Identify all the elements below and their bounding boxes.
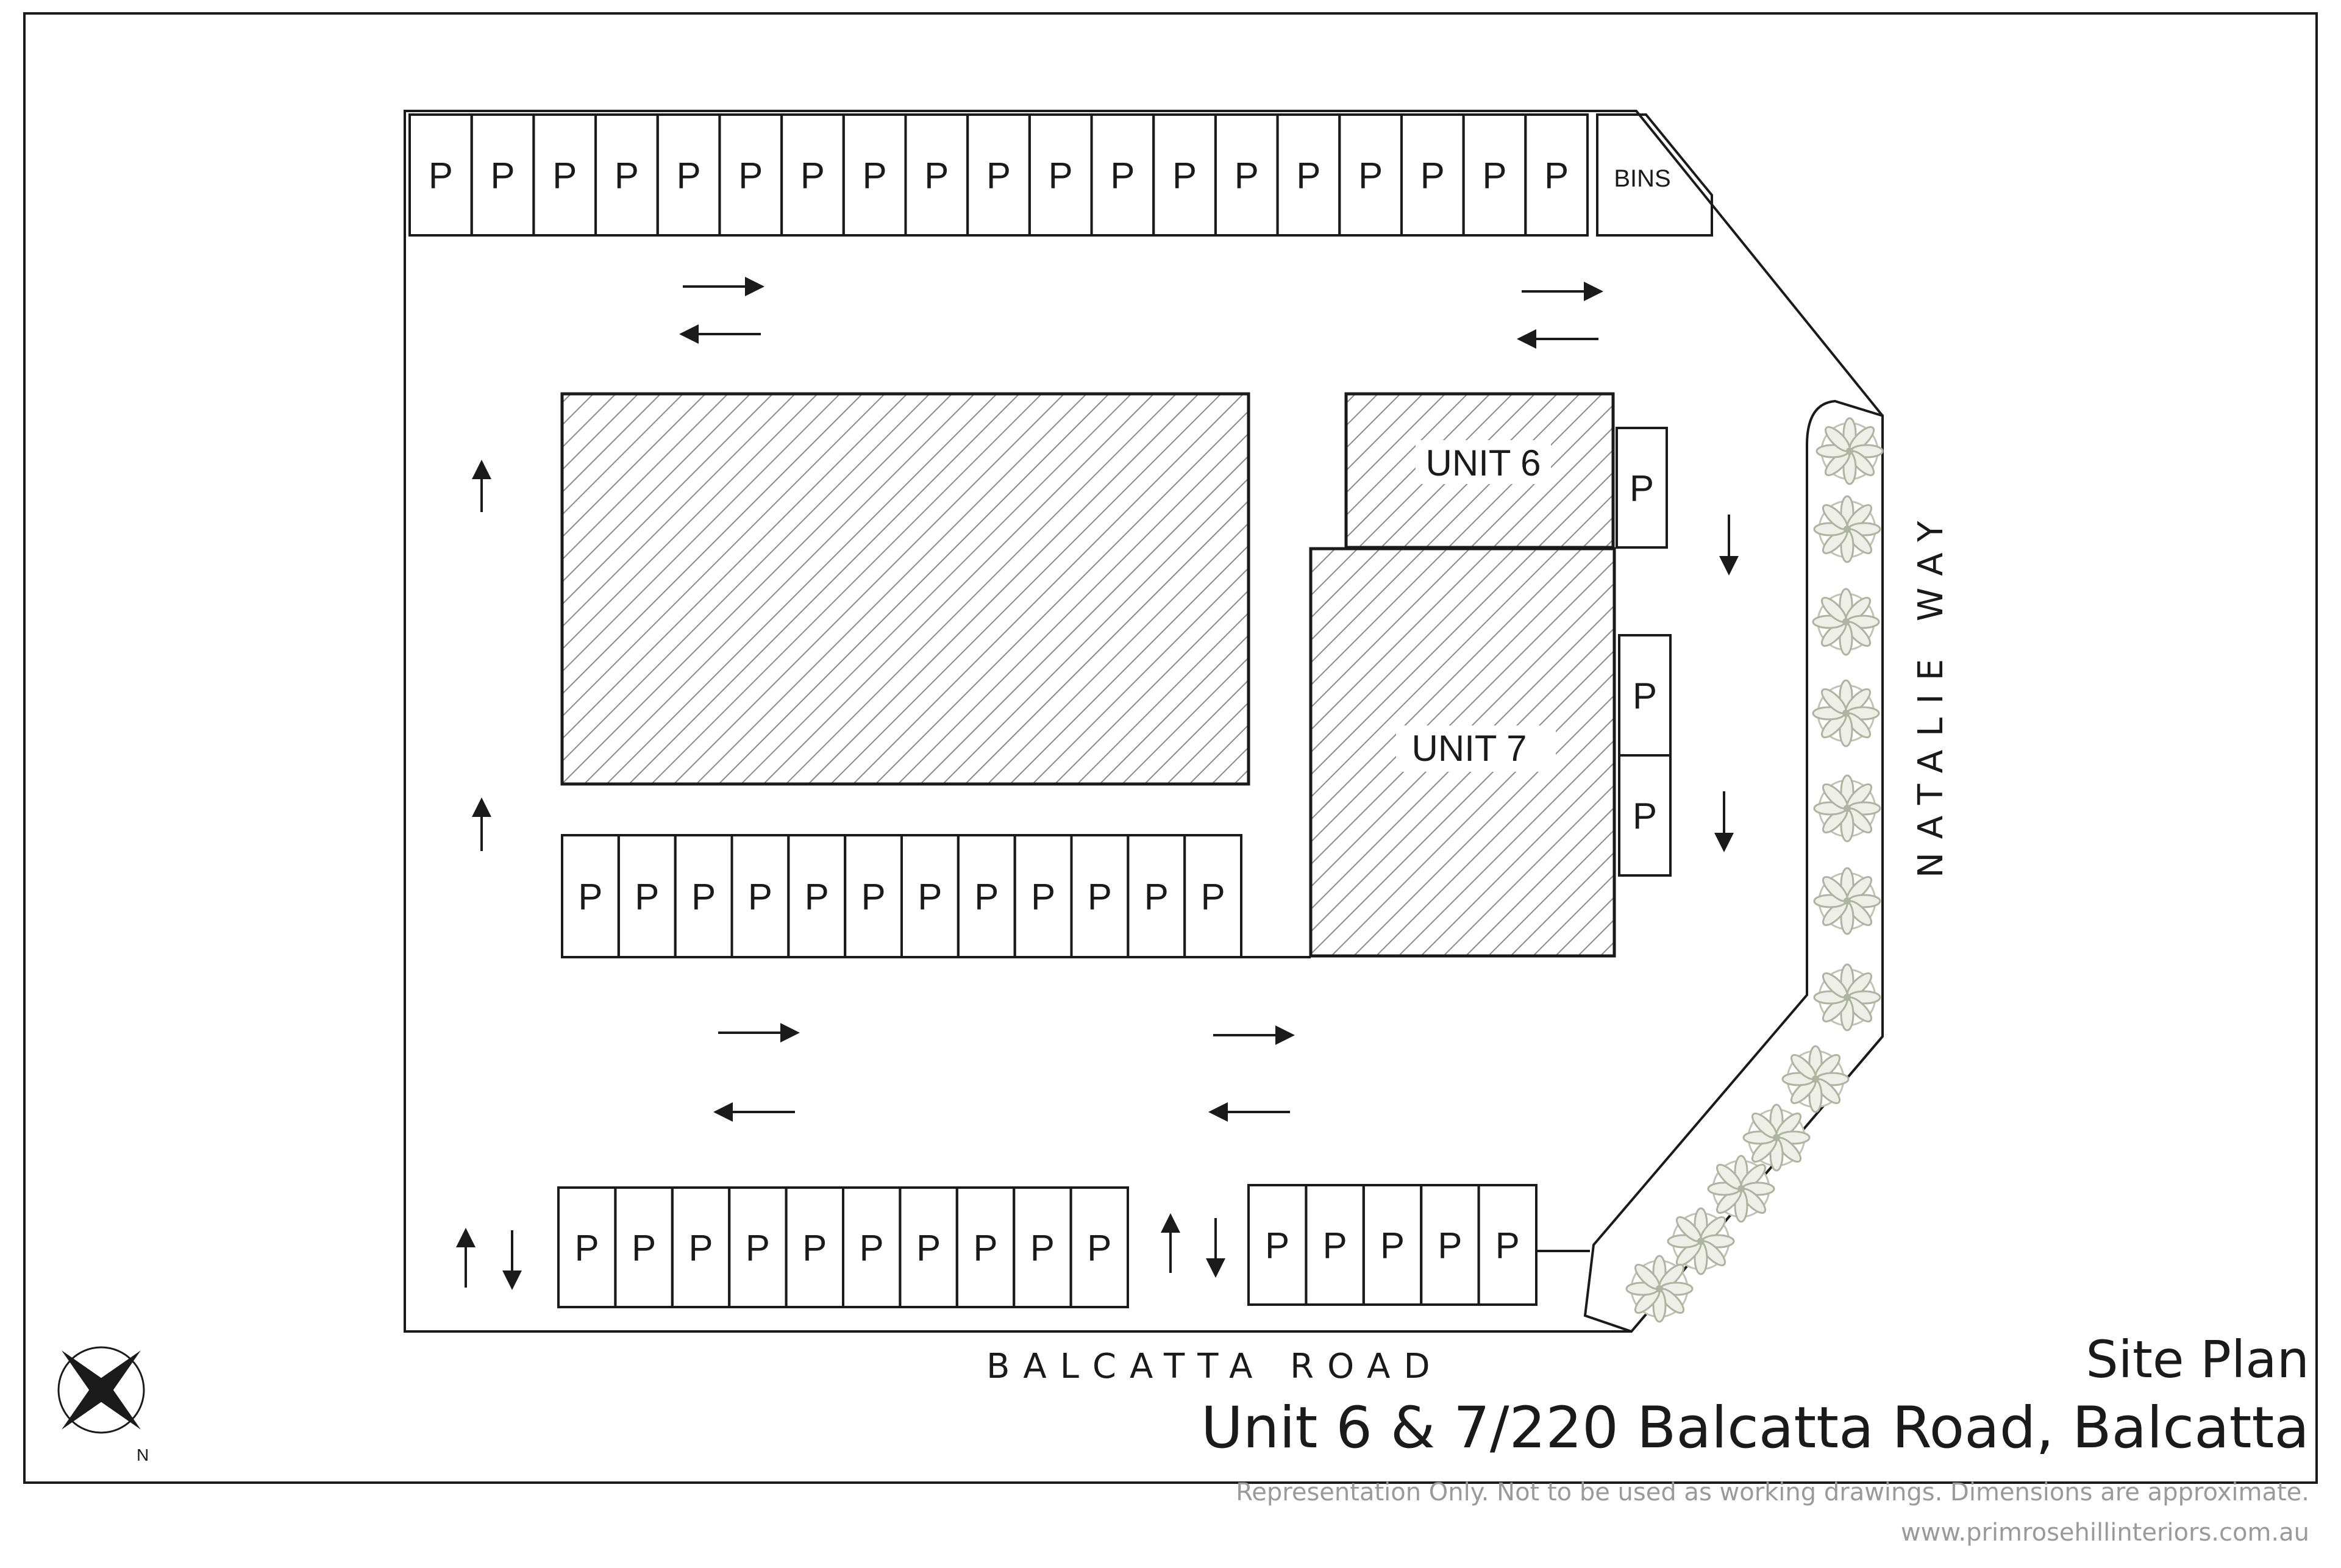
parking-bay-label: P (1482, 155, 1506, 196)
tree-icon (1707, 1155, 1775, 1223)
parking-bay-label: P (916, 1228, 941, 1269)
tree-icon (1813, 774, 1881, 843)
parking-bay-label: P (1235, 155, 1259, 196)
parking-bay-label: P (1201, 877, 1225, 918)
parking-bay (1069, 1186, 1129, 1308)
parking-bay-label: P (802, 1228, 827, 1269)
tree-icon (1812, 679, 1880, 747)
parking-bay (1477, 1184, 1538, 1306)
parking-bay-label: P (1172, 155, 1197, 196)
unit-7-label: UNIT 7 (1412, 728, 1527, 769)
parking-bay-label: P (578, 877, 602, 918)
parking-bay-label: P (974, 877, 999, 918)
compass-rose-icon (57, 1346, 145, 1434)
parking-bay-label: P (632, 1228, 656, 1269)
parking-bay-label: P (1265, 1225, 1289, 1266)
parking-bay-label: P (746, 1228, 770, 1269)
parking-bay-label: P (973, 1228, 997, 1269)
main-building (560, 392, 1250, 786)
parking-bay-label: P (491, 155, 515, 196)
parking-bay-label: P (860, 1228, 884, 1269)
unit-6-side-parking: P (1616, 427, 1668, 549)
traffic-arrows (456, 277, 1739, 1290)
parking-bay (1183, 834, 1242, 958)
parking-bay-label: P (1031, 877, 1055, 918)
parking-bay-label: P (1633, 675, 1657, 716)
parking-bay-label: P (924, 155, 949, 196)
parking-bay-label: P (688, 1228, 713, 1269)
tree-icon (1813, 963, 1881, 1032)
unit-6-label-bg (1416, 440, 1551, 484)
parking-bay-label: P (1144, 877, 1169, 918)
tree-icon (1812, 588, 1880, 656)
bins-enclosure (1596, 113, 1713, 237)
tree-icon (1781, 1045, 1850, 1113)
parking-bay-label: P (1030, 1228, 1055, 1269)
parking-bay (1618, 754, 1672, 877)
site-plan-address: Unit 6 & 7/220 Balcatta Road, Balcatta (1201, 1395, 2309, 1461)
parking-bay-label: P (986, 155, 1011, 196)
parking-bay-label: P (635, 877, 659, 918)
parking-bay-label: P (1420, 155, 1445, 196)
unit-6-label: UNIT 6 (1426, 443, 1541, 483)
parking-bay-label: P (1380, 1225, 1405, 1266)
parking-bay-label: P (918, 877, 942, 918)
parking-bay-label: P (1323, 1225, 1347, 1266)
parking-bay-label: P (1049, 155, 1073, 196)
tree-icon (1813, 495, 1881, 563)
road-name-natalie-way: NATALIE WAY (1911, 507, 1951, 878)
tree-icon (1742, 1103, 1811, 1172)
parking-bay-label: P (863, 155, 887, 196)
parking-bay-label: P (861, 877, 886, 918)
parking-bay-label: P (429, 155, 453, 196)
parking-bay-label: P (800, 155, 825, 196)
unit-7-side-parking: PP (1618, 634, 1672, 877)
parking-bay-label: P (1110, 155, 1135, 196)
tree-icon (1813, 867, 1881, 935)
road-name-balcatta: BALCATTA ROAD (986, 1347, 1444, 1386)
site-plan-title: Site Plan (2086, 1330, 2309, 1389)
parking-bay-label: P (1087, 1228, 1111, 1269)
parking-bay-label: P (677, 155, 701, 196)
parking-bay-label: P (805, 877, 829, 918)
parking-bay (1524, 113, 1589, 237)
parking-bay-label: P (1296, 155, 1320, 196)
disclaimer-note: Representation Only. Not to be used as w… (1236, 1478, 2309, 1506)
bins-label: BINS (1614, 165, 1670, 192)
parking-bay-label: P (1495, 1225, 1520, 1266)
parking-bay-label: P (1633, 796, 1657, 836)
parking-bay-label: P (1358, 155, 1383, 196)
north-label: N (137, 1445, 149, 1464)
tree-icon (1815, 417, 1884, 485)
parking-bay-label: P (738, 155, 763, 196)
parking-bay-label: P (748, 877, 772, 918)
parking-bay-label: P (552, 155, 577, 196)
parking-bay-label: P (1630, 468, 1654, 509)
parking-bay-label: P (615, 155, 639, 196)
parking-bay-label: P (575, 1228, 599, 1269)
drawing-border (23, 12, 2318, 1484)
tree-icon (1625, 1255, 1694, 1323)
parking-bay-label: P (1438, 1225, 1462, 1266)
parking-bay (1616, 427, 1668, 549)
parking-bay-label: P (1544, 155, 1569, 196)
parking-bay-label: P (691, 877, 716, 918)
website-url: www.primrosehillinteriors.com.au (1900, 1519, 2309, 1547)
unit-7-label-bg (1396, 725, 1556, 772)
parking-bay-label: P (1088, 877, 1112, 918)
